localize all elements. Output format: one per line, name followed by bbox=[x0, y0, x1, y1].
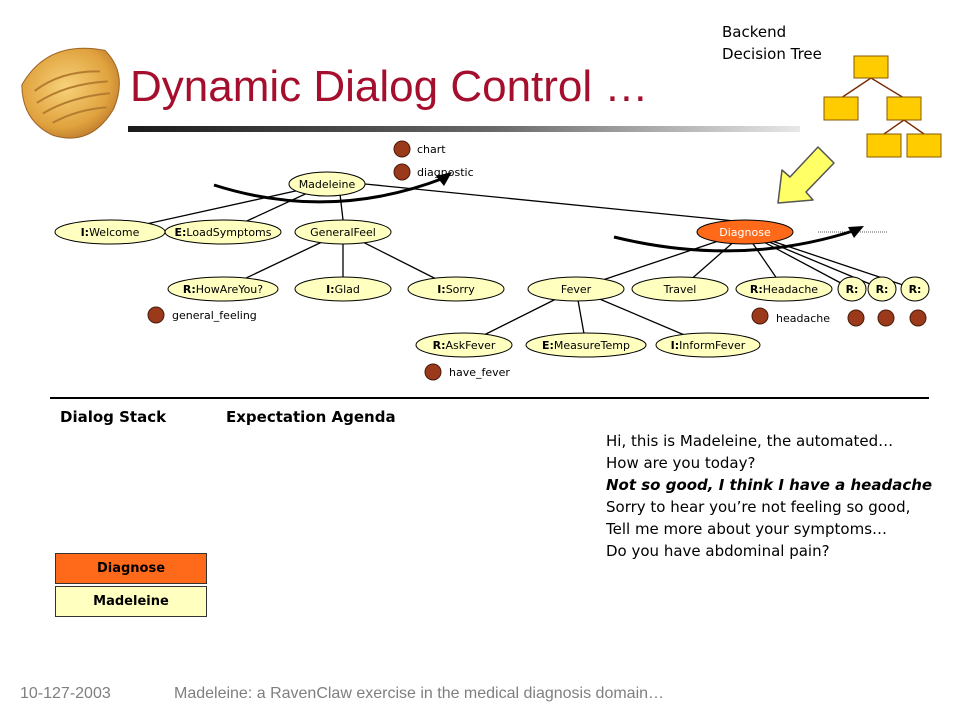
arrowhead-diagnose bbox=[848, 226, 864, 238]
node-sorry-label: Sorry bbox=[446, 283, 476, 296]
node-informfever-prefix: I: bbox=[671, 339, 680, 352]
node-r-small-1: R: bbox=[837, 276, 867, 302]
execution-arrows bbox=[213, 176, 857, 253]
node-howareyou-prefix: R: bbox=[183, 283, 196, 296]
footer-date: 10-127-2003 bbox=[20, 685, 111, 702]
node-sorry: I:Sorry bbox=[407, 276, 505, 302]
svg-text:E:MeasureTemp: E:MeasureTemp bbox=[542, 339, 630, 352]
concept-diagnostic-dot bbox=[393, 163, 411, 181]
node-informfever-label: InformFever bbox=[679, 339, 746, 352]
transcript-system-line-4: Sorry to hear you’re not feeling so good… bbox=[606, 498, 911, 516]
concept-general-feeling-label: general_feeling bbox=[172, 309, 257, 322]
concept-chart-label: chart bbox=[417, 143, 446, 156]
node-travel: Travel bbox=[631, 276, 729, 302]
svg-text:R:HowAreYou?: R:HowAreYou? bbox=[183, 283, 263, 296]
concept-general-feeling-dot bbox=[147, 306, 165, 324]
expectation-agenda-label: Expectation Agenda bbox=[226, 408, 396, 426]
node-diagnose: Diagnose bbox=[696, 219, 794, 245]
node-informfever: I:InformFever bbox=[655, 332, 761, 358]
node-askfever-prefix: R: bbox=[433, 339, 446, 352]
arrowhead-top bbox=[436, 172, 452, 186]
node-headache: R:Headache bbox=[735, 276, 833, 302]
node-measuretemp-label: MeasureTemp bbox=[554, 339, 630, 352]
node-glad-prefix: I: bbox=[326, 283, 335, 296]
node-r-small-2-label: R: bbox=[876, 283, 889, 296]
madeleine-cookie-icon bbox=[21, 47, 120, 139]
node-r-small-2: R: bbox=[867, 276, 897, 302]
node-welcome: I:Welcome bbox=[54, 219, 166, 245]
node-madeleine-label: Madeleine bbox=[299, 178, 356, 191]
node-askfever: R:AskFever bbox=[415, 332, 513, 358]
node-travel-label: Travel bbox=[663, 283, 697, 296]
dialog-stack-label: Dialog Stack bbox=[60, 408, 167, 426]
node-howareyou-label: HowAreYou? bbox=[196, 283, 264, 296]
decision-tree-icon bbox=[823, 55, 942, 158]
concept-headache-dot bbox=[751, 307, 769, 325]
node-measuretemp-prefix: E: bbox=[542, 339, 554, 352]
pointer-arrow-icon bbox=[777, 146, 835, 204]
node-welcome-label: Welcome bbox=[89, 226, 140, 239]
transcript-user-line: Not so good, I think I have a headache bbox=[606, 476, 933, 494]
node-diagnose-label: Diagnose bbox=[719, 226, 771, 239]
concept-chart-dot bbox=[393, 140, 411, 158]
section-divider bbox=[50, 397, 929, 399]
node-r-small-3-label: R: bbox=[909, 283, 922, 296]
node-fever-label: Fever bbox=[561, 283, 592, 296]
node-glad: I:Glad bbox=[294, 276, 392, 302]
node-measuretemp: E:MeasureTemp bbox=[525, 332, 647, 358]
svg-text:I:Glad: I:Glad bbox=[326, 283, 360, 296]
stack-item-madeleine: Madeleine bbox=[55, 586, 207, 617]
svg-text:I:Welcome: I:Welcome bbox=[81, 226, 140, 239]
title-underline bbox=[128, 126, 800, 132]
node-madeleine: Madeleine bbox=[288, 171, 366, 197]
node-generalfeel: GeneralFeel bbox=[294, 219, 392, 245]
backend-decision-tree-label: Backend Decision Tree bbox=[722, 21, 822, 65]
transcript-system-line-6: Do you have abdominal pain? bbox=[606, 542, 830, 560]
transcript-system-line-2: How are you today? bbox=[606, 454, 756, 472]
svg-text:E:LoadSymptoms: E:LoadSymptoms bbox=[175, 226, 272, 239]
backend-label-line1: Backend bbox=[722, 23, 787, 41]
svg-text:I:Sorry: I:Sorry bbox=[437, 283, 475, 296]
footer-caption: Madeleine: a RavenClaw exercise in the m… bbox=[174, 685, 665, 702]
dialog-transcript: Hi, this is Madeleine, the automated… Ho… bbox=[606, 430, 951, 562]
node-loadsymptoms-label: LoadSymptoms bbox=[186, 226, 271, 239]
concept-r2-dot bbox=[877, 309, 895, 327]
svg-text:I:InformFever: I:InformFever bbox=[671, 339, 746, 352]
svg-text:R:AskFever: R:AskFever bbox=[433, 339, 496, 352]
node-r-small-3: R: bbox=[900, 276, 930, 302]
stack-item-diagnose: Diagnose bbox=[55, 553, 207, 584]
node-askfever-label: AskFever bbox=[445, 339, 495, 352]
concept-diagnostic-label: diagnostic bbox=[417, 166, 474, 179]
svg-text:R:Headache: R:Headache bbox=[750, 283, 818, 296]
node-glad-label: Glad bbox=[335, 283, 360, 296]
dialog-task-tree: Madeleine I:Welcome E:LoadSymptoms Gener… bbox=[54, 140, 930, 381]
node-fever: Fever bbox=[527, 276, 625, 302]
concept-r3-dot bbox=[909, 309, 927, 327]
transcript-system-line-1: Hi, this is Madeleine, the automated… bbox=[606, 432, 894, 450]
node-loadsymptoms-prefix: E: bbox=[175, 226, 187, 239]
concept-have-fever-dot bbox=[424, 363, 442, 381]
node-headache-prefix: R: bbox=[750, 283, 763, 296]
concept-headache-label: headache bbox=[776, 312, 830, 325]
concept-dots: chart diagnostic general_feeling headach… bbox=[147, 140, 927, 381]
concept-have-fever-label: have_fever bbox=[449, 366, 510, 379]
node-r-small-1-label: R: bbox=[846, 283, 859, 296]
backend-label-line2: Decision Tree bbox=[722, 45, 822, 63]
node-generalfeel-label: GeneralFeel bbox=[310, 226, 376, 239]
node-loadsymptoms: E:LoadSymptoms bbox=[164, 219, 282, 245]
node-sorry-prefix: I: bbox=[437, 283, 446, 296]
node-welcome-prefix: I: bbox=[81, 226, 90, 239]
concept-r1-dot bbox=[847, 309, 865, 327]
tree-nodes: Madeleine I:Welcome E:LoadSymptoms Gener… bbox=[54, 171, 930, 358]
node-howareyou: R:HowAreYou? bbox=[167, 276, 279, 302]
transcript-system-line-5: Tell me more about your symptoms… bbox=[606, 520, 888, 538]
node-headache-label: Headache bbox=[763, 283, 819, 296]
slide-title: Dynamic Dialog Control … bbox=[130, 62, 649, 111]
